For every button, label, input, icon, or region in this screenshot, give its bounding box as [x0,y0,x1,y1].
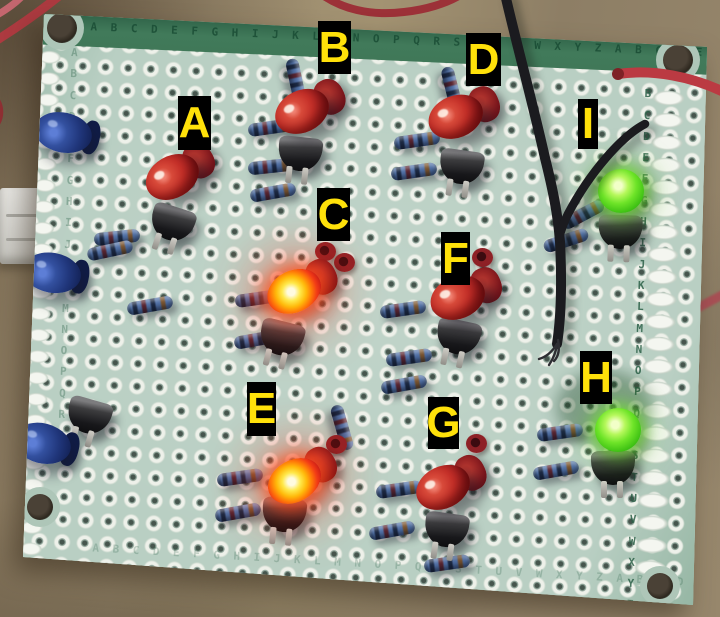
black-wire-branch [554,119,650,243]
connector-groove [6,238,38,241]
red-wire-top-edge [323,0,460,18]
connector-groove [6,214,38,217]
led-dome [595,408,641,452]
black-wire [501,0,566,349]
fray-strand [552,338,560,363]
annotation-label-D: D [466,33,501,86]
transistor-leg [601,481,607,498]
black-wire-branch-shadow [559,124,657,250]
annotation-label-G: G [426,397,461,449]
pink-wire-top-left [0,0,24,18]
transistor [590,451,636,505]
led-clip-ring [472,248,493,267]
annotation-label-F: F [441,232,470,285]
annotation-label-B: B [318,21,351,74]
led-clip-ring [334,253,355,272]
annotation-label-E: E [247,382,276,436]
black-wire-frayed-tip [537,338,560,367]
annotation-label-H: H [580,351,612,404]
led-clip-ring [466,434,487,453]
led-h-green-lit [576,406,660,454]
black-wire-shadow [505,0,575,358]
mount-hole [647,573,673,599]
mount-hole [47,14,77,43]
red-wire-top-right [613,67,720,96]
annotation-label-A: A [178,96,211,150]
annotation-label-C: C [317,188,350,241]
led-clip-ring [326,435,347,454]
led-clip-ring [315,242,336,261]
red-wire-top-left [0,0,62,44]
fray-strand [547,342,559,367]
led-i-green-lit [579,167,663,215]
led-dome [598,169,644,213]
mount-hole [27,494,53,520]
transistor-leg [617,481,623,498]
red-wire-solder-end [612,68,624,80]
annotation-label-I: I [578,99,598,149]
